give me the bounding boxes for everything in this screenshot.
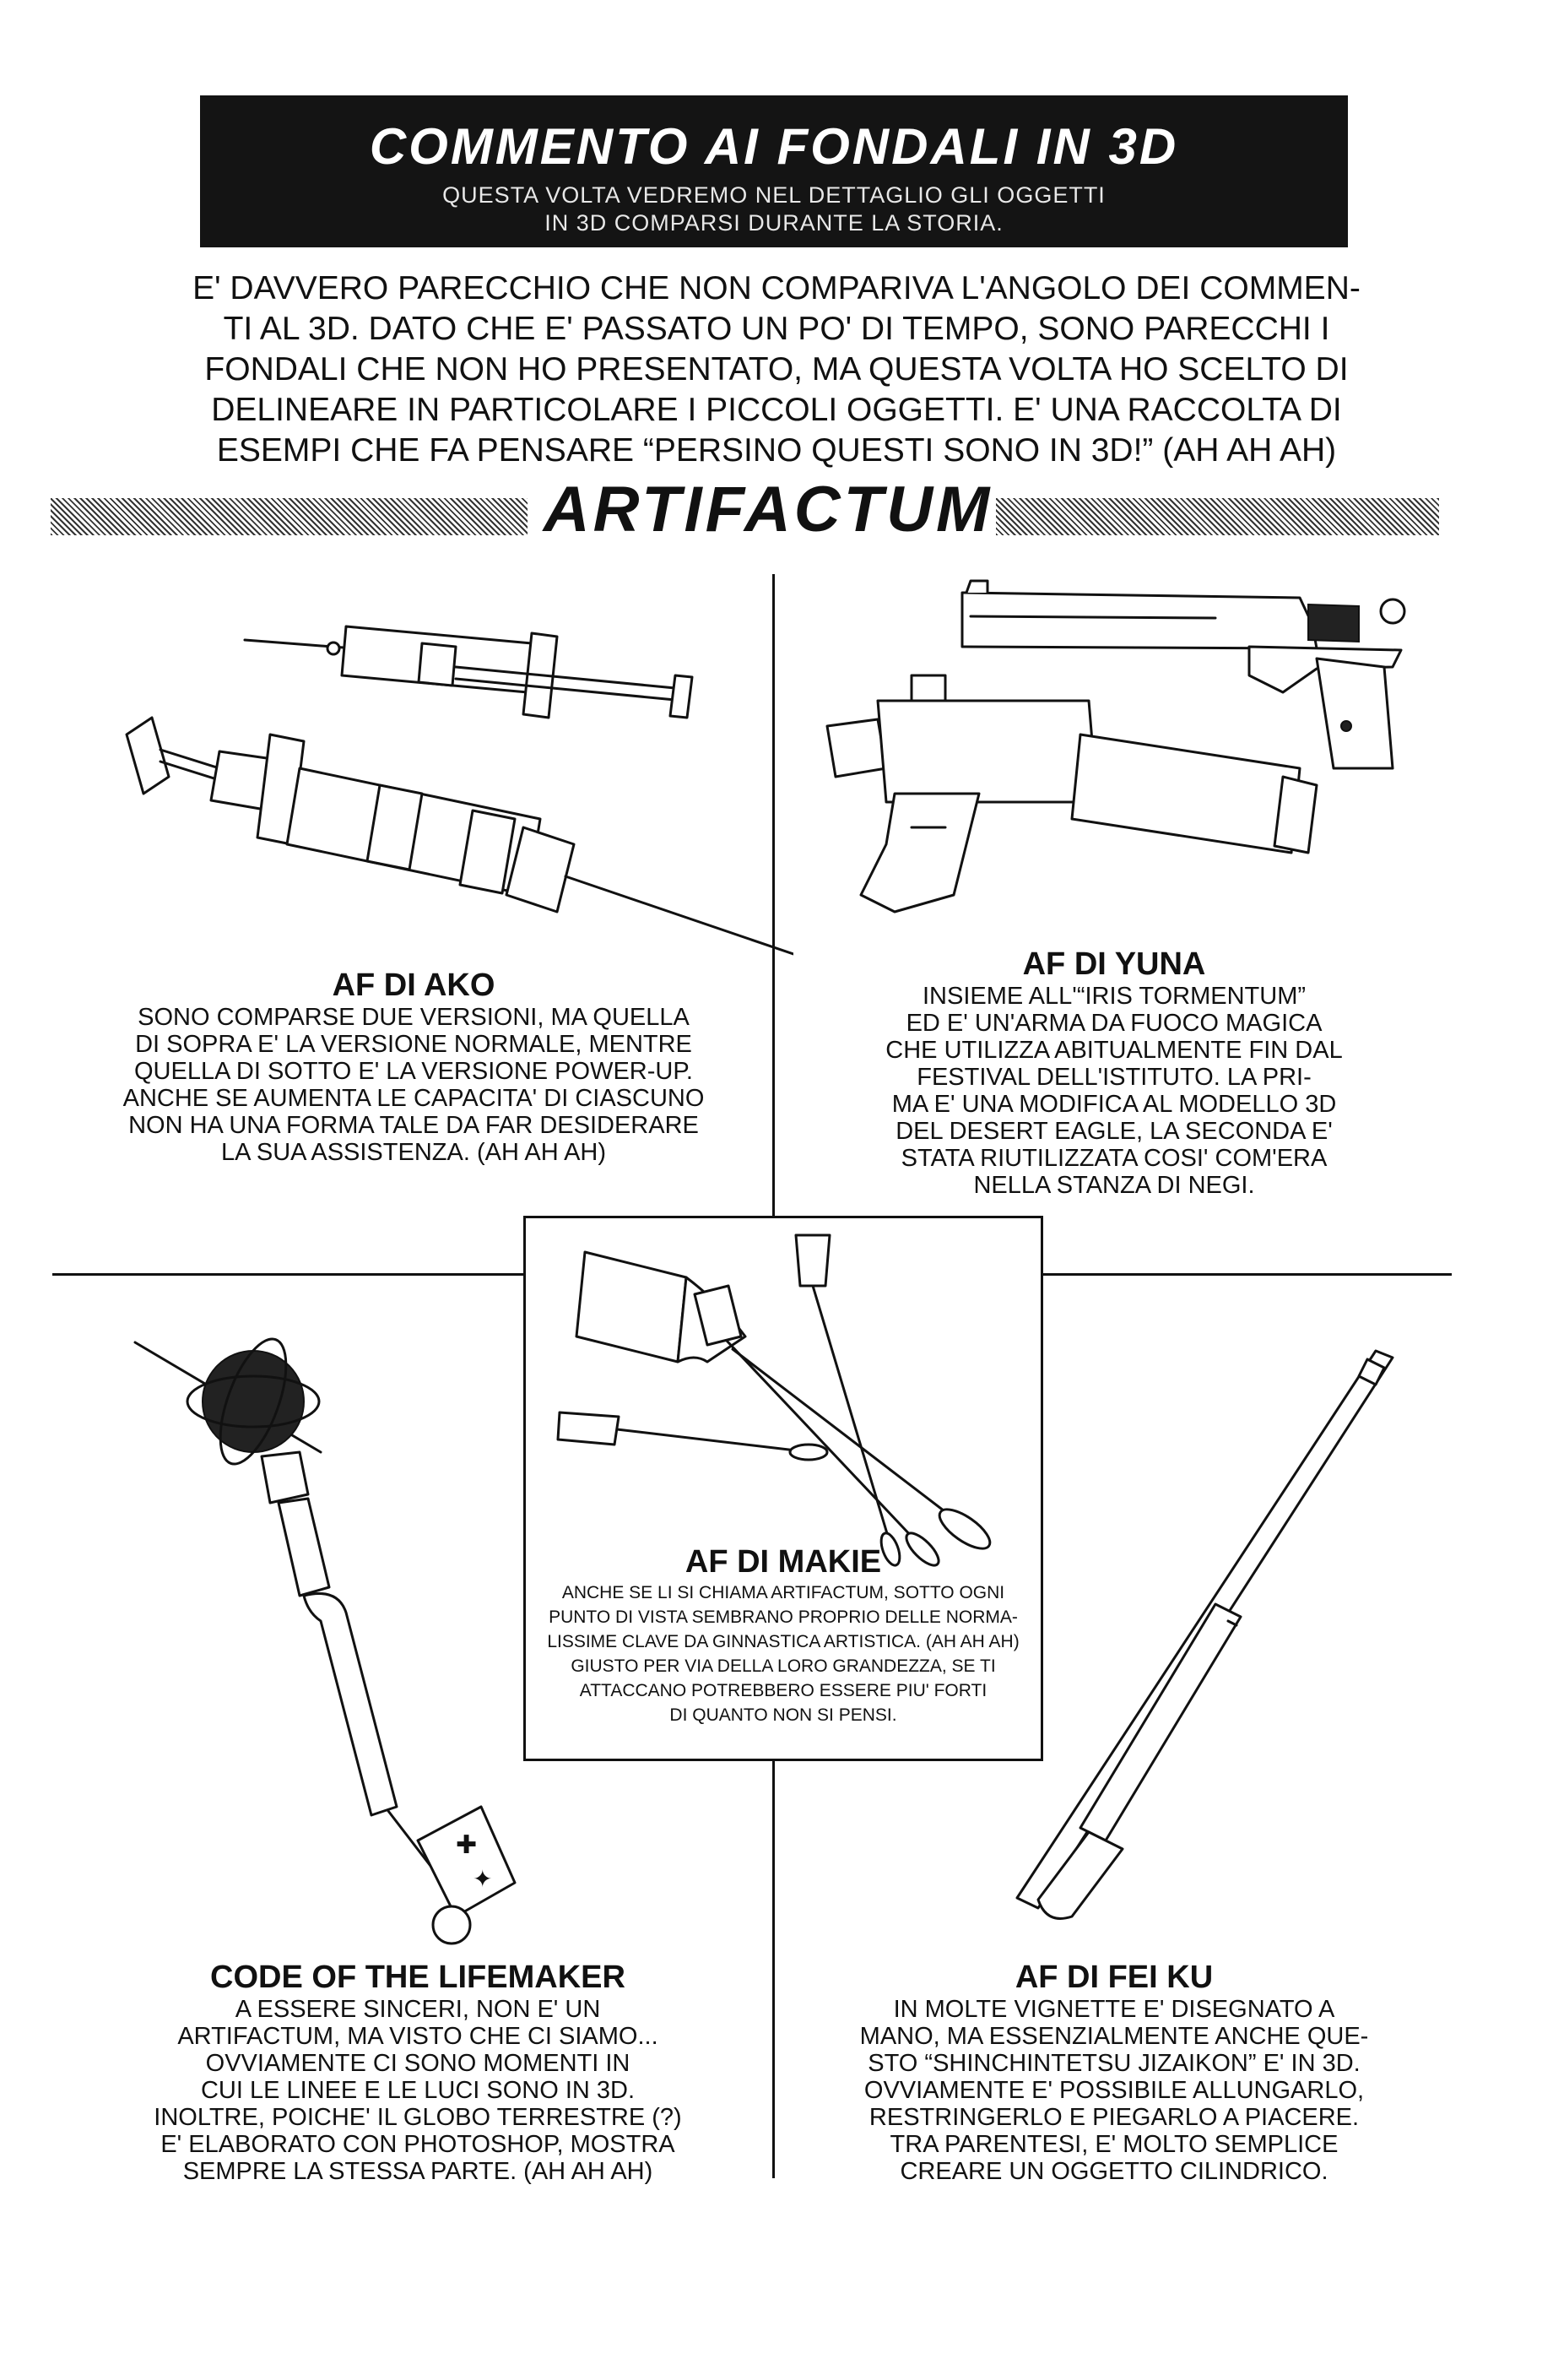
caption-body: INSIEME ALL'“IRIS TORMENTUM” ED E' UN'AR… <box>785 983 1443 1199</box>
caption-line: ARTIFACTUM, MA VISTO CHE CI SIAMO... <box>177 2023 658 2050</box>
pistol-illustration <box>825 579 1406 914</box>
intro-line: TI AL 3D. DATO CHE E' PASSATO UN PO' DI … <box>223 311 1330 347</box>
page-subtitle: QUESTA VOLTA VEDREMO NEL DETTAGLIO GLI O… <box>200 182 1348 237</box>
caption-line: LA SUA ASSISTENZA. (AH AH AH) <box>220 1139 607 1166</box>
caption-body: A ESSERE SINCERI, NON E' UN ARTIFACTUM, … <box>76 1996 760 2185</box>
hatched-bar-left <box>51 498 528 535</box>
caption-line: PUNTO DI VISTA SEMBRANO PROPRIO DELLE NO… <box>549 1607 1018 1627</box>
caption-title: AF DI MAKIE <box>685 1544 882 1580</box>
caption-line: INSIEME ALL'“IRIS TORMENTUM” <box>922 983 1307 1010</box>
caption-yuna: AF DI YUNA INSIEME ALL'“IRIS TORMENTUM” … <box>785 946 1443 1199</box>
key-scepter-illustration: ✚ ✦ <box>133 1337 517 1945</box>
caption-line: DI QUANTO NON SI PENSI. <box>669 1705 897 1725</box>
caption-line: RESTRINGERLO E PIEGARLO A PIACERE. <box>868 2104 1360 2131</box>
intro-line: E' DAVVERO PARECCHIO CHE NON COMPARIVA L… <box>192 270 1361 306</box>
pistol-desert-eagle <box>960 579 1406 770</box>
hatched-bar-right <box>996 498 1439 535</box>
intro-line: ESEMPI CHE FA PENSARE “PERSINO QUESTI SO… <box>216 432 1337 469</box>
caption-title: AF DI FEI KU <box>1015 1960 1214 1995</box>
caption-line: LISSIME CLAVE DA GINNASTICA ARTISTICA. (… <box>547 1632 1020 1651</box>
club-small-middle <box>693 1284 940 1567</box>
intro-line: FONDALI CHE NON HO PRESENTATO, MA QUESTA… <box>204 351 1349 388</box>
syringe-powerup <box>125 716 793 956</box>
intro-paragraph: E' DAVVERO PARECCHIO CHE NON COMPARIVA L… <box>135 268 1418 471</box>
syringe-illustration <box>125 625 793 956</box>
caption-line: INOLTRE, POICHE' IL GLOBO TERRESTRE (?) <box>154 2104 682 2131</box>
clubs-illustration <box>556 1233 992 1567</box>
caption-line: E' ELABORATO CON PHOTOSHOP, MOSTRA <box>160 2131 675 2158</box>
caption-line: TRA PARENTESI, E' MOLTO SEMPLICE <box>890 2131 1339 2158</box>
caption-line: STATA RIUTILIZZATA COSI' COM'ERA <box>901 1145 1328 1172</box>
caption-line: QUELLA DI SOTTO E' LA VERSIONE POWER-UP. <box>134 1058 693 1085</box>
caption-line: CHE UTILIZZA ABITUALMENTE FIN DAL <box>885 1037 1343 1064</box>
svg-text:✦: ✦ <box>473 1865 492 1893</box>
caption-line: DI SOPRA E' LA VERSIONE NORMALE, MENTRE <box>135 1031 692 1058</box>
caption-line: A ESSERE SINCERI, NON E' UN <box>235 1996 601 2023</box>
caption-line: ANCHE SE LI SI CHIAMA ARTIFACTUM, SOTTO … <box>561 1583 1005 1602</box>
svg-text:✚: ✚ <box>456 1830 477 1860</box>
divider-vertical-bottom <box>772 1756 775 2178</box>
caption-line: FESTIVAL DELL'ISTITUTO. LA PRI- <box>917 1064 1312 1091</box>
divider-vertical-top <box>772 574 775 1220</box>
pistol-blaster <box>825 674 1318 914</box>
caption-line: SONO COMPARSE DUE VERSIONI, MA QUELLA <box>138 1004 690 1031</box>
caption-line: OVVIAMENTE CI SONO MOMENTI IN <box>205 2050 630 2077</box>
makie-panel: AF DI MAKIE ANCHE SE LI SI CHIAMA ARTIFA… <box>523 1216 1043 1761</box>
staff-illustration <box>1015 1349 1394 1920</box>
header-banner: COMMENTO AI FONDALI IN 3D QUESTA VOLTA V… <box>200 95 1348 247</box>
caption-line: MA E' UNA MODIFICA AL MODELLO 3D <box>891 1091 1337 1118</box>
caption-line: ATTACCANO POTREBBERO ESSERE PIU' FORTI <box>579 1681 988 1700</box>
caption-body: ANCHE SE LI SI CHIAMA ARTIFACTUM, SOTTO … <box>526 1580 1041 1727</box>
caption-line: ED E' UN'ARMA DA FUOCO MAGICA <box>906 1010 1323 1037</box>
subtitle-line: QUESTA VOLTA VEDREMO NEL DETTAGLIO GLI O… <box>442 182 1106 208</box>
divider-horizontal-left <box>52 1273 523 1276</box>
divider-horizontal-right <box>1038 1273 1452 1276</box>
club-small-right <box>794 1233 901 1567</box>
caption-ako: AF DI AKO SONO COMPARSE DUE VERSIONI, MA… <box>84 967 743 1166</box>
caption-makie: AF DI MAKIE ANCHE SE LI SI CHIAMA ARTIFA… <box>526 1543 1041 1727</box>
caption-title: AF DI AKO <box>332 968 495 1003</box>
caption-line: CUI LE LINEE E LE LUCI SONO IN 3D. <box>200 2077 636 2104</box>
club-small-left <box>556 1411 829 1461</box>
caption-line: OVVIAMENTE E' POSSIBILE ALLUNGARLO, <box>863 2077 1365 2104</box>
caption-lifemaker: CODE OF THE LIFEMAKER A ESSERE SINCERI, … <box>76 1959 760 2185</box>
caption-line: MANO, MA ESSENZIALMENTE ANCHE QUE- <box>859 2023 1369 2050</box>
caption-body: IN MOLTE VIGNETTE E' DISEGNATO A MANO, M… <box>785 1996 1443 2185</box>
caption-line: SEMPRE LA STESSA PARTE. (AH AH AH) <box>182 2158 653 2185</box>
section-title: ARTIFACTUM <box>543 474 993 545</box>
subtitle-line: IN 3D COMPARSI DURANTE LA STORIA. <box>544 210 1004 236</box>
caption-line: NON HA UNA FORMA TALE DA FAR DESIDERARE <box>128 1112 699 1139</box>
caption-body: SONO COMPARSE DUE VERSIONI, MA QUELLA DI… <box>84 1004 743 1166</box>
caption-title: CODE OF THE LIFEMAKER <box>210 1960 625 1995</box>
caption-line: ANCHE SE AUMENTA LE CAPACITA' DI CIASCUN… <box>122 1085 705 1112</box>
caption-feiku: AF DI FEI KU IN MOLTE VIGNETTE E' DISEGN… <box>785 1959 1443 2185</box>
syringe-normal <box>243 625 694 719</box>
page-title: COMMENTO AI FONDALI IN 3D <box>369 118 1179 175</box>
caption-line: CREARE UN OGGETTO CILINDRICO. <box>900 2158 1328 2185</box>
caption-line: IN MOLTE VIGNETTE E' DISEGNATO A <box>893 1996 1335 2023</box>
caption-line: STO “SHINCHINTETSU JIZAIKON” E' IN 3D. <box>868 2050 1361 2077</box>
caption-line: GIUSTO PER VIA DELLA LORO GRANDEZZA, SE … <box>571 1656 996 1676</box>
intro-line: DELINEARE IN PARTICOLARE I PICCOLI OGGET… <box>211 392 1342 428</box>
caption-line: DEL DESERT EAGLE, LA SECONDA E' <box>896 1118 1333 1145</box>
caption-line: NELLA STANZA DI NEGI. <box>973 1172 1255 1199</box>
caption-title: AF DI YUNA <box>1022 946 1206 982</box>
